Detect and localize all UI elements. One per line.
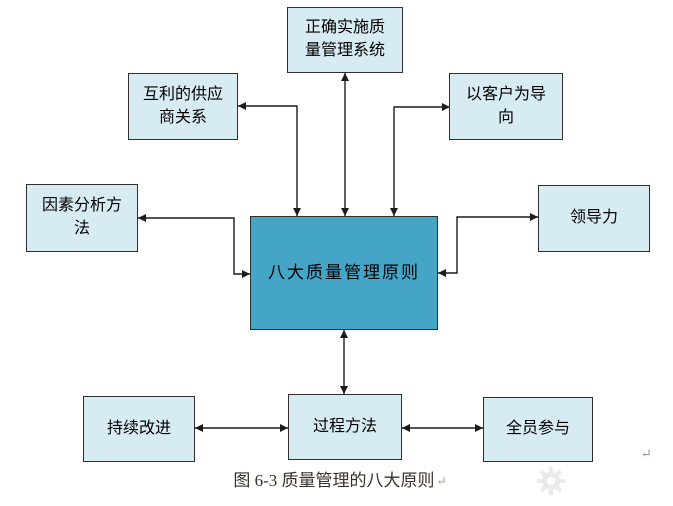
connector-center-leadership bbox=[438, 213, 538, 277]
node-continual-improvement: 持续改进 bbox=[83, 396, 195, 462]
node-customer-focus-label: 以客户为导 向 bbox=[465, 85, 546, 126]
return-mark-icon: ↵ bbox=[641, 446, 652, 461]
node-implement-qms-label: 正确实施质 量管理系统 bbox=[304, 19, 385, 59]
connector-customer-center bbox=[390, 103, 450, 216]
figure-caption-text: 图 6-3 质量管理的八大原则 bbox=[233, 471, 435, 490]
node-process-approach-label: 过程方法 bbox=[312, 417, 377, 435]
node-full-participation-label: 全员参与 bbox=[505, 420, 570, 438]
figure-caption: 图 6-3 质量管理的八大原则↵ bbox=[150, 466, 530, 491]
node-implement-qms: 正确实施质 量管理系统 bbox=[287, 7, 403, 73]
node-supplier-relations: 互利的供应 商关系 bbox=[128, 73, 238, 140]
node-factor-analysis-label: 因素分析方 法 bbox=[41, 197, 122, 237]
node-full-participation: 全员参与 bbox=[483, 397, 593, 462]
node-customer-focus: 以客户为导 向 bbox=[449, 73, 563, 140]
return-mark-icon: ↵ bbox=[436, 474, 447, 488]
connector-factor-center bbox=[138, 214, 250, 278]
connector-supplier-center bbox=[238, 102, 301, 216]
node-factor-analysis: 因素分析方 法 bbox=[26, 184, 138, 252]
node-center-label: 八大质量管理原则 bbox=[268, 262, 420, 282]
node-process-approach: 过程方法 bbox=[288, 394, 402, 460]
node-supplier-relations-label: 互利的供应 商关系 bbox=[142, 85, 223, 126]
node-continual-improvement-label: 持续改进 bbox=[106, 419, 171, 437]
gear-icon bbox=[537, 467, 565, 495]
node-center-eight-principles: 八大质量管理原则 bbox=[250, 216, 438, 330]
node-leadership: 领导力 bbox=[538, 185, 650, 252]
node-leadership-label: 领导力 bbox=[569, 209, 618, 227]
